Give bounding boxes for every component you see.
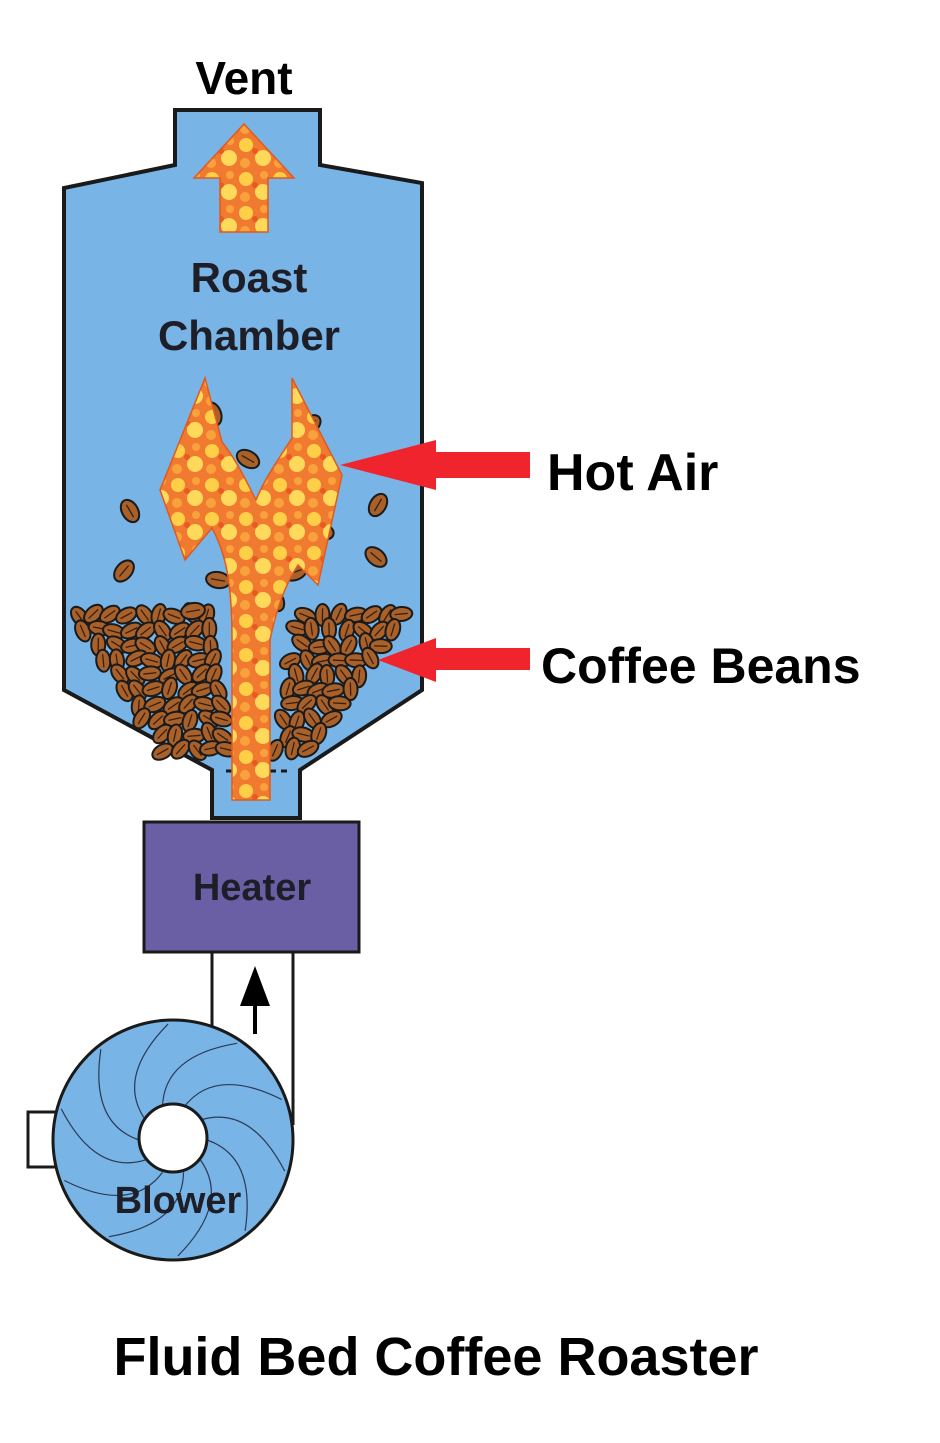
diagram-caption: Fluid Bed Coffee Roaster	[113, 1327, 758, 1387]
blower-label: Blower	[115, 1180, 242, 1222]
hot-air-label: Hot Air	[547, 444, 718, 502]
coffee-beans-label: Coffee Beans	[541, 638, 861, 694]
blower-hub	[139, 1104, 207, 1172]
coffee-bean	[328, 696, 351, 711]
blower	[28, 1020, 293, 1260]
vent-label: Vent	[195, 52, 292, 104]
roast-chamber-label-line2: Chamber	[158, 312, 340, 359]
heater-label: Heater	[193, 867, 311, 909]
roast-chamber-label-line1: Roast	[191, 254, 308, 301]
